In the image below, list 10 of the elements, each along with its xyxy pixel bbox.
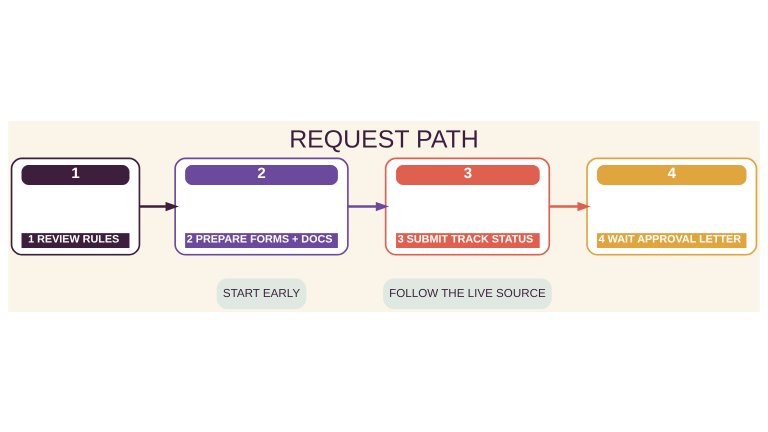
label: START EARLY: [222, 286, 300, 300]
arrow: [140, 201, 179, 211]
node-box: 2 2 PREPARE FORMS + DOCS: [174, 157, 349, 256]
label: FOLLOW THE LIVE SOURCE: [389, 286, 546, 300]
node-box: 4 4 WAIT APPROVAL LETTER: [586, 157, 758, 256]
diagram-title: REQUEST PATH: [289, 125, 479, 154]
node-box: 3 3 SUBMIT TRACK STATUS: [384, 157, 550, 256]
arrow: [348, 201, 390, 211]
node-box: 1 1 REVIEW RULES: [10, 157, 140, 256]
arrow: [550, 201, 591, 211]
